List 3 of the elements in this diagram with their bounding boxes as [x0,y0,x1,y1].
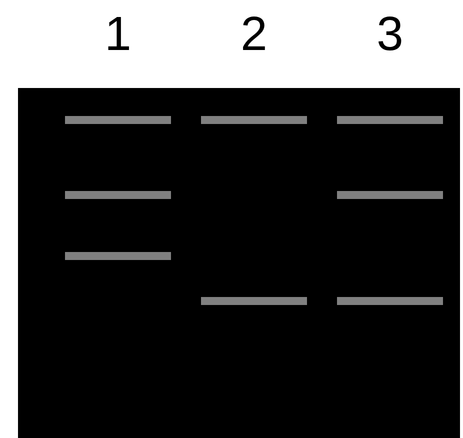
lane-number: 1 [104,10,132,60]
lane-number: 3 [376,10,404,60]
lane-number: 2 [240,10,268,60]
